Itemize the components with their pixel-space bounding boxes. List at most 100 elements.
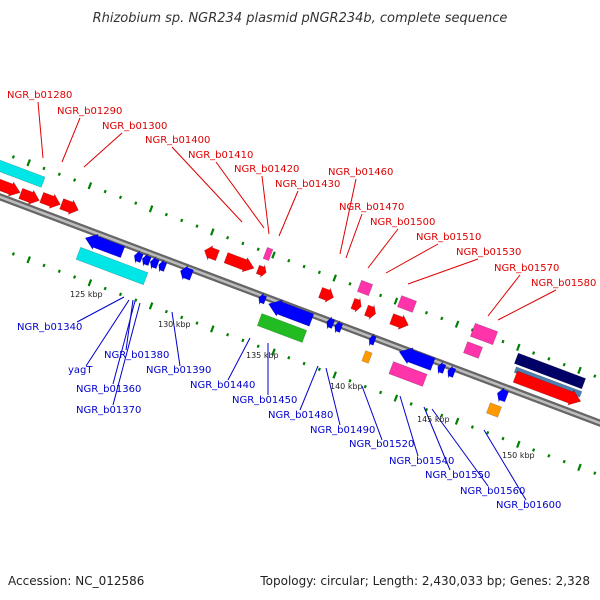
gene-label-ngr-b01580[interactable]: NGR_b01580	[531, 278, 596, 289]
gene-label-ngr-b01550[interactable]: NGR_b01550	[425, 470, 490, 481]
gene-feature-blue[interactable]	[132, 249, 144, 265]
gene-label-ngr-b01520[interactable]: NGR_b01520	[349, 439, 414, 450]
gene-feature-red[interactable]	[59, 197, 81, 217]
gene-label-ngr-b01600[interactable]: NGR_b01600	[496, 500, 561, 511]
gene-feature-blue[interactable]	[178, 264, 195, 282]
scale-tick-top	[577, 366, 582, 374]
label-leader-line	[407, 258, 479, 285]
label-leader-line	[361, 385, 383, 441]
gene-feature-red[interactable]	[39, 190, 63, 211]
gene-feature-red[interactable]	[0, 176, 23, 199]
gene-feature-blue[interactable]	[332, 320, 344, 335]
gene-feature-blue[interactable]	[257, 292, 268, 306]
gene-label-yagt[interactable]: yagT	[68, 365, 93, 376]
label-leader-line	[497, 289, 557, 321]
scale-tick-top	[317, 270, 321, 275]
gene-feature-blue[interactable]	[435, 361, 447, 376]
scale-tick-bottom	[287, 355, 291, 360]
scale-tick-bottom	[57, 269, 61, 274]
label-leader-line	[325, 367, 341, 426]
scale-tick-top	[593, 374, 597, 378]
gene-label-ngr-b01400[interactable]: NGR_b01400	[145, 135, 210, 146]
gene-feature-red[interactable]	[350, 296, 364, 313]
gene-feature-blue[interactable]	[396, 344, 436, 373]
scale-tick-bottom	[332, 371, 337, 379]
scale-tick-top	[532, 351, 536, 355]
scale-tick-top	[348, 282, 352, 286]
gene-feature-blue[interactable]	[445, 365, 457, 380]
gene-feature-magenta[interactable]	[388, 361, 428, 387]
gene-feature-cyan[interactable]	[75, 246, 149, 286]
gene-label-ngr-b01440[interactable]: NGR_b01440	[190, 380, 255, 391]
gene-label-ngr-b01560[interactable]: NGR_b01560	[460, 486, 525, 497]
gene-feature-red[interactable]	[18, 186, 42, 207]
gene-label-ngr-b01430[interactable]: NGR_b01430	[275, 179, 340, 190]
scale-tick-bottom	[393, 394, 399, 402]
gene-feature-magenta[interactable]	[469, 322, 499, 346]
gene-label-ngr-b01500[interactable]: NGR_b01500	[370, 217, 435, 228]
gene-label-ngr-b01540[interactable]: NGR_b01540	[389, 456, 454, 467]
gene-label-ngr-b01360[interactable]: NGR_b01360	[76, 384, 141, 395]
gene-feature-red[interactable]	[318, 286, 336, 305]
scale-tick-top	[11, 155, 15, 159]
gene-label-ngr-b01340[interactable]: NGR_b01340	[17, 322, 82, 333]
gene-feature-red[interactable]	[223, 251, 256, 276]
gene-feature-red[interactable]	[255, 263, 268, 279]
label-leader-line	[61, 117, 81, 163]
gene-feature-green[interactable]	[256, 313, 308, 343]
gene-label-ngr-b01450[interactable]: NGR_b01450	[232, 395, 297, 406]
gene-feature-orange[interactable]	[486, 402, 502, 418]
gene-feature-blue[interactable]	[324, 316, 336, 331]
gene-label-ngr-b01510[interactable]: NGR_b01510	[416, 232, 481, 243]
scale-tick-bottom	[470, 425, 474, 429]
gene-label-ngr-b01370[interactable]: NGR_b01370	[76, 405, 141, 416]
gene-feature-orange[interactable]	[361, 350, 373, 364]
gene-feature-red[interactable]	[363, 303, 379, 321]
gene-label-ngr-b01480[interactable]: NGR_b01480	[268, 410, 333, 421]
label-leader-line	[125, 299, 134, 351]
gene-label-ngr-b01300[interactable]: NGR_b01300	[102, 121, 167, 132]
scale-tick-top	[180, 218, 184, 223]
scale-tick-bottom	[302, 361, 306, 366]
label-leader-line	[431, 408, 489, 487]
gene-feature-magenta[interactable]	[262, 246, 274, 262]
gene-feature-red[interactable]	[512, 369, 583, 409]
gene-feature-magenta[interactable]	[356, 279, 374, 297]
gene-label-ngr-b01570[interactable]: NGR_b01570	[494, 263, 559, 274]
gene-feature-blue[interactable]	[156, 259, 168, 274]
gene-label-ngr-b01410[interactable]: NGR_b01410	[188, 150, 253, 161]
scale-tick-top	[454, 320, 460, 328]
gene-feature-cyan[interactable]	[0, 156, 46, 188]
gene-label-ngr-b01280[interactable]: NGR_b01280	[7, 90, 72, 101]
scale-tick-bottom	[164, 309, 168, 314]
gene-feature-red[interactable]	[389, 312, 411, 332]
gene-label-ngr-b01390[interactable]: NGR_b01390	[146, 365, 211, 376]
scale-tick-bottom	[532, 448, 536, 452]
label-leaders	[37, 101, 557, 501]
gene-label-ngr-b01530[interactable]: NGR_b01530	[456, 247, 521, 258]
scale-tick-top	[424, 310, 429, 315]
gene-feature-magenta[interactable]	[463, 341, 483, 359]
gene-feature-blue[interactable]	[148, 255, 160, 271]
scale-tick-bottom	[180, 315, 184, 320]
gene-label-ngr-b01490[interactable]: NGR_b01490	[310, 425, 375, 436]
label-leader-line	[299, 365, 319, 411]
gene-label-ngr-b01460[interactable]: NGR_b01460	[328, 167, 393, 178]
gene-feature-blue[interactable]	[140, 252, 152, 268]
gene-feature-blue[interactable]	[82, 230, 126, 259]
scale-tick-top	[210, 228, 215, 236]
gene-label-ngr-b01290[interactable]: NGR_b01290	[57, 106, 122, 117]
gene-label-ngr-b01420[interactable]: NGR_b01420	[234, 164, 299, 175]
gene-label-ngr-b01380[interactable]: NGR_b01380	[104, 350, 169, 361]
gene-feature-magenta[interactable]	[397, 295, 417, 313]
gene-feature-navy[interactable]	[513, 352, 587, 390]
label-leader-line	[171, 146, 243, 223]
scale-tick-top	[42, 166, 46, 171]
gene-feature-blue[interactable]	[367, 333, 377, 347]
scale-tick-bottom	[73, 275, 77, 279]
gene-label-ngr-b01470[interactable]: NGR_b01470	[339, 202, 404, 213]
scale-tick-bottom	[547, 454, 551, 458]
gene-feature-red[interactable]	[202, 244, 220, 263]
gene-feature-blue[interactable]	[265, 296, 315, 328]
gene-feature-blue[interactable]	[495, 386, 510, 404]
